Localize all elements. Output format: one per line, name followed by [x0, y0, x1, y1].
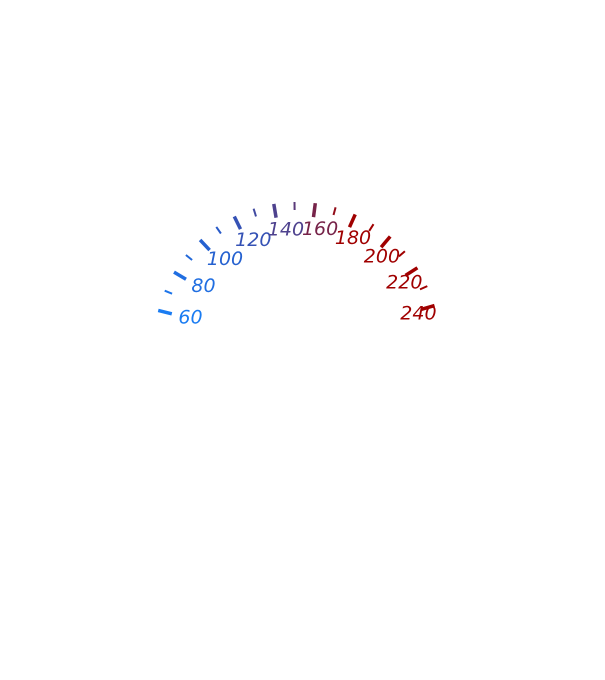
- major-tick-200: [379, 235, 392, 249]
- tick-label-160: 160: [302, 218, 338, 240]
- major-tick-220: [404, 266, 419, 277]
- major-tick-60: [157, 308, 173, 316]
- major-tick-160: [311, 202, 318, 218]
- tick-label-80: 80: [191, 275, 215, 297]
- major-tick-120: [232, 215, 243, 230]
- tick-label-220: 220: [386, 271, 422, 293]
- tick-label-100: 100: [207, 248, 243, 270]
- minor-tick-190: [368, 223, 375, 232]
- major-tick-240: [420, 303, 435, 312]
- tick-label-140: 140: [268, 219, 304, 241]
- minor-tick-210: [398, 250, 406, 258]
- tick-label-60: 60: [178, 307, 202, 329]
- tick-label-180: 180: [335, 227, 371, 249]
- tick-label-240: 240: [400, 303, 436, 325]
- minor-tick-230: [419, 285, 428, 291]
- tick-label-200: 200: [364, 246, 400, 268]
- minor-tick-90: [185, 254, 193, 261]
- major-tick-180: [347, 213, 357, 228]
- minor-tick-170: [332, 207, 337, 216]
- major-tick-100: [198, 238, 211, 252]
- tick-label-120: 120: [235, 229, 271, 251]
- major-tick-80: [173, 270, 187, 281]
- minor-tick-130: [252, 208, 257, 217]
- gauge-ticks: [157, 201, 435, 316]
- major-tick-140: [272, 203, 278, 218]
- minor-tick-70: [164, 289, 173, 295]
- minor-tick-110: [215, 226, 222, 235]
